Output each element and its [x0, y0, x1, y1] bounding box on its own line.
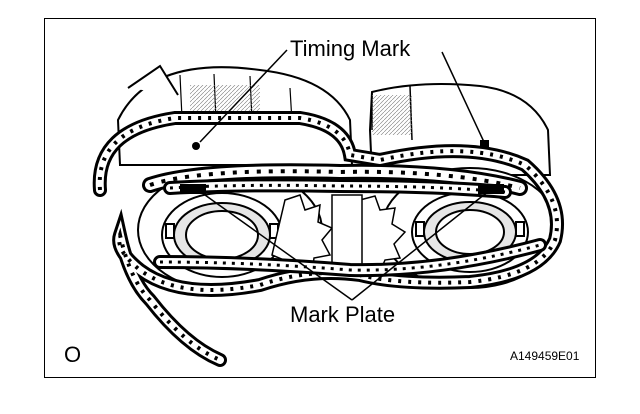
left-mark-plate	[180, 184, 206, 194]
corner-letter: O	[64, 342, 81, 367]
lower-chain-run	[153, 238, 547, 278]
center-gear	[271, 194, 407, 277]
upper-chain-run	[142, 163, 528, 199]
timing-mark-leaders	[199, 49, 485, 143]
timing-chain	[92, 111, 564, 367]
right-mark-plate	[478, 184, 504, 194]
left-timing-mark-dot	[192, 142, 200, 150]
mark-plate-leaders	[197, 189, 491, 301]
mark-plate-label: Mark Plate	[290, 302, 395, 327]
figure-code: A149459E01	[510, 349, 580, 363]
timing-mark-label: Timing Mark	[290, 36, 411, 61]
